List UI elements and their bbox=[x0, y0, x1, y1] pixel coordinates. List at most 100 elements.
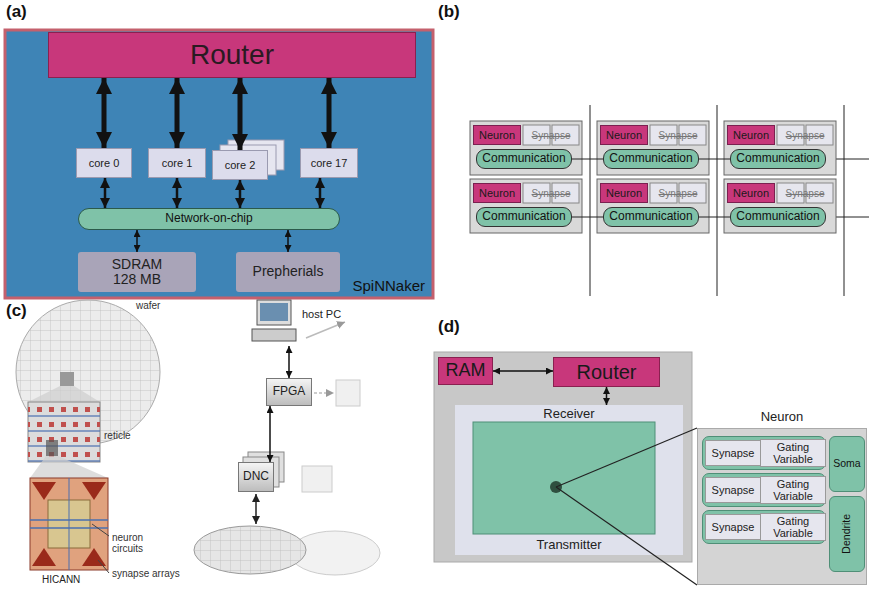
synapse-array bbox=[32, 482, 56, 500]
node-text: Communication bbox=[736, 210, 819, 223]
node-text: Router bbox=[190, 40, 274, 71]
connector bbox=[136, 230, 138, 252]
connector bbox=[606, 387, 608, 405]
connector bbox=[238, 78, 243, 150]
grid-line bbox=[844, 105, 845, 296]
tile bbox=[597, 121, 709, 175]
connector bbox=[699, 159, 730, 160]
node-text: Synapse bbox=[659, 188, 698, 199]
bcom-box: Communication bbox=[476, 207, 572, 227]
band-box: ReceiverTransmitter bbox=[455, 405, 683, 555]
synapse-array bbox=[82, 482, 106, 500]
bcom-box: Communication bbox=[603, 207, 699, 227]
wafer bbox=[194, 526, 306, 574]
node-text: core 1 bbox=[162, 157, 193, 169]
core-box: core 2 bbox=[212, 150, 268, 180]
dsoma-box: Dendrite bbox=[829, 496, 865, 572]
node-text: Gating Variable bbox=[761, 515, 825, 539]
node-text: SDRAM 128 MB bbox=[106, 257, 168, 288]
drouter-box: Router bbox=[553, 357, 660, 387]
bneu-box: Neuron bbox=[600, 125, 648, 145]
bsyn-box: Synapse bbox=[523, 125, 579, 145]
connector bbox=[327, 78, 332, 148]
faded-box bbox=[302, 466, 332, 492]
tile bbox=[470, 121, 582, 175]
reticle-highlight bbox=[60, 372, 74, 386]
panel-label: (b) bbox=[438, 3, 460, 22]
node-text: Synapse bbox=[712, 521, 755, 533]
receiver-band bbox=[455, 405, 683, 555]
leader-line bbox=[92, 524, 109, 536]
host-box: host PC bbox=[252, 298, 352, 346]
grid-line bbox=[590, 105, 591, 296]
dsyn-box: Gating Variable bbox=[760, 513, 826, 541]
callout-label: reticle bbox=[104, 430, 131, 441]
bcom-box: Communication bbox=[730, 207, 826, 227]
node-text: Communication bbox=[482, 152, 565, 165]
node-text: RAM bbox=[446, 361, 486, 381]
node-text: Neuron bbox=[698, 410, 866, 424]
bsyn-box: Synapse bbox=[777, 125, 833, 145]
synapse-array bbox=[32, 548, 56, 566]
bcom-box: Communication bbox=[603, 149, 699, 169]
node-text: Network-on-chip bbox=[165, 212, 252, 225]
dneu-box: NeuronSynapseGating VariableSynapseGatin… bbox=[697, 428, 867, 585]
node-text: Communication bbox=[609, 210, 692, 223]
bcom-box: Communication bbox=[476, 149, 572, 169]
dsyn-box: Synapse bbox=[705, 440, 761, 466]
node-text: core 2 bbox=[225, 159, 256, 171]
dsyn-box: Gating Variable bbox=[760, 439, 826, 467]
node-text: Router bbox=[576, 361, 636, 383]
node-text: Synapse bbox=[659, 130, 698, 141]
node-text: Neuron bbox=[606, 187, 642, 199]
dsyn-box: Synapse bbox=[705, 514, 761, 540]
bsyn-box: Synapse bbox=[523, 183, 579, 203]
faded-box bbox=[336, 380, 360, 406]
dnc-wafer-arrow bbox=[255, 494, 257, 524]
node-text: FPGA bbox=[273, 385, 306, 398]
panel-label: (a) bbox=[6, 3, 27, 22]
zoom-cone bbox=[28, 386, 100, 402]
callout-label: synapse arrays bbox=[112, 568, 180, 579]
neuron-array bbox=[473, 422, 655, 534]
node-text: Dendrite bbox=[841, 514, 853, 554]
node-text: Synapse bbox=[532, 130, 571, 141]
bsyn-box: Synapse bbox=[777, 183, 833, 203]
screen bbox=[260, 303, 288, 321]
dsyn-box: Gating Variable bbox=[760, 476, 826, 504]
dsyn-box: Synapse bbox=[705, 477, 761, 503]
connector bbox=[104, 178, 107, 208]
connector bbox=[176, 178, 179, 208]
tile bbox=[724, 121, 836, 175]
mem-box: SDRAM 128 MB bbox=[78, 252, 196, 292]
grid-line bbox=[717, 105, 718, 296]
chip-panel bbox=[5, 30, 433, 298]
node-text: Gating Variable bbox=[761, 478, 825, 502]
connector bbox=[269, 406, 271, 462]
node-text: DNC bbox=[243, 470, 269, 483]
node-text: Synapse bbox=[786, 130, 825, 141]
bneu-box: Neuron bbox=[473, 183, 521, 203]
connector bbox=[572, 217, 603, 218]
synapse-array bbox=[82, 548, 106, 566]
faded-arrow bbox=[306, 322, 345, 338]
node-text: Neuron bbox=[733, 129, 769, 141]
panel-label: (c) bbox=[6, 302, 27, 321]
zoom-line bbox=[556, 428, 697, 487]
panel-label: (d) bbox=[438, 318, 460, 337]
connector bbox=[699, 217, 730, 218]
connector bbox=[319, 178, 322, 208]
connector bbox=[175, 78, 180, 148]
node-text: Prepherials bbox=[253, 264, 324, 279]
core-box: core 1 bbox=[148, 148, 206, 178]
node-text: Gating Variable bbox=[761, 441, 825, 465]
bneu-box: Neuron bbox=[600, 183, 648, 203]
core-box: core 0 bbox=[76, 148, 132, 178]
dashed-arrow bbox=[314, 393, 334, 394]
tile bbox=[470, 179, 582, 233]
node-text: SpiNNaker bbox=[352, 278, 425, 295]
chip-body bbox=[434, 352, 692, 562]
connector bbox=[102, 78, 107, 148]
dram-box: RAM bbox=[438, 357, 493, 385]
connector bbox=[239, 180, 242, 208]
